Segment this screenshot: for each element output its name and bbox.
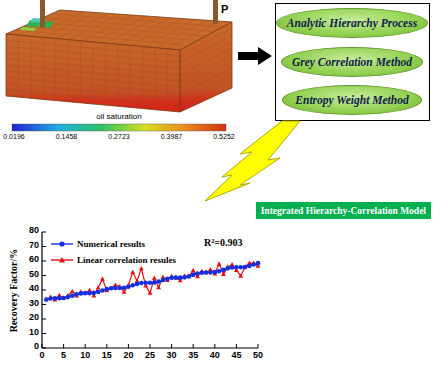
node-text: Analytic Hierarchy Process (287, 17, 417, 29)
y-tick: 40 (29, 284, 39, 294)
y-tick: 10 (29, 328, 39, 338)
method-oval: Analytic Hierarchy Process (276, 8, 428, 38)
y-tick: 0 (34, 342, 39, 352)
model-label: Integrated Hierarchy-Correlation Model (256, 202, 431, 219)
colorbar-title: oil saturation (96, 113, 141, 122)
y-tick: 30 (29, 299, 39, 309)
node-text: Grey Correlation Method (292, 56, 412, 68)
well-label: P (221, 3, 228, 15)
y-tick: 20 (29, 313, 39, 323)
methods-box (276, 4, 430, 121)
well (40, 0, 45, 28)
legend-numerical: Numerical results (50, 239, 145, 249)
colorbar-value: 0.5252 (213, 133, 234, 141)
x-tick: 20 (123, 351, 133, 361)
y-tick: 70 (29, 241, 39, 251)
legend-text: Numerical results (77, 239, 145, 249)
method-oval: Grey Correlation Method (281, 47, 423, 77)
r-squared: R²=0.903 (204, 237, 242, 248)
flow-arrow (238, 47, 272, 65)
x-tick: 40 (210, 351, 220, 361)
colorbar-value: 0.2723 (108, 133, 129, 141)
colorbar-value: 0.3987 (161, 133, 182, 141)
color-bar (12, 124, 226, 131)
legend-sample (50, 255, 74, 265)
y-tick: 80 (29, 226, 39, 236)
y-tick: 50 (29, 270, 39, 280)
x-tick: 45 (231, 351, 241, 361)
x-tick: 15 (102, 351, 112, 361)
axis-title: Recovery Factor/% (9, 248, 20, 332)
legend-sample (50, 239, 74, 249)
x-tick: 30 (167, 351, 177, 361)
method-oval: Entropy Weight Method (282, 85, 422, 115)
well (213, 0, 218, 24)
legend-text: Linear correlation resules (77, 255, 176, 265)
x-tick: 10 (80, 351, 90, 361)
y-tick: 60 (29, 255, 39, 265)
x-tick: 5 (61, 351, 66, 361)
x-tick: 25 (145, 351, 155, 361)
chart-plot (42, 232, 260, 348)
x-tick: 0 (39, 351, 44, 361)
node-text: Integrated Hierarchy-Correlation Model (261, 206, 426, 216)
colorbar-value: 0.0196 (3, 133, 24, 141)
x-tick: 50 (253, 351, 263, 361)
node-text: Entropy Weight Method (295, 94, 408, 106)
lightning-bolt (205, 121, 300, 201)
reservoir-block (6, 10, 232, 112)
legend-linear: Linear correlation resules (50, 255, 176, 265)
colorbar-value: 0.1458 (56, 133, 77, 141)
x-tick: 35 (188, 351, 198, 361)
